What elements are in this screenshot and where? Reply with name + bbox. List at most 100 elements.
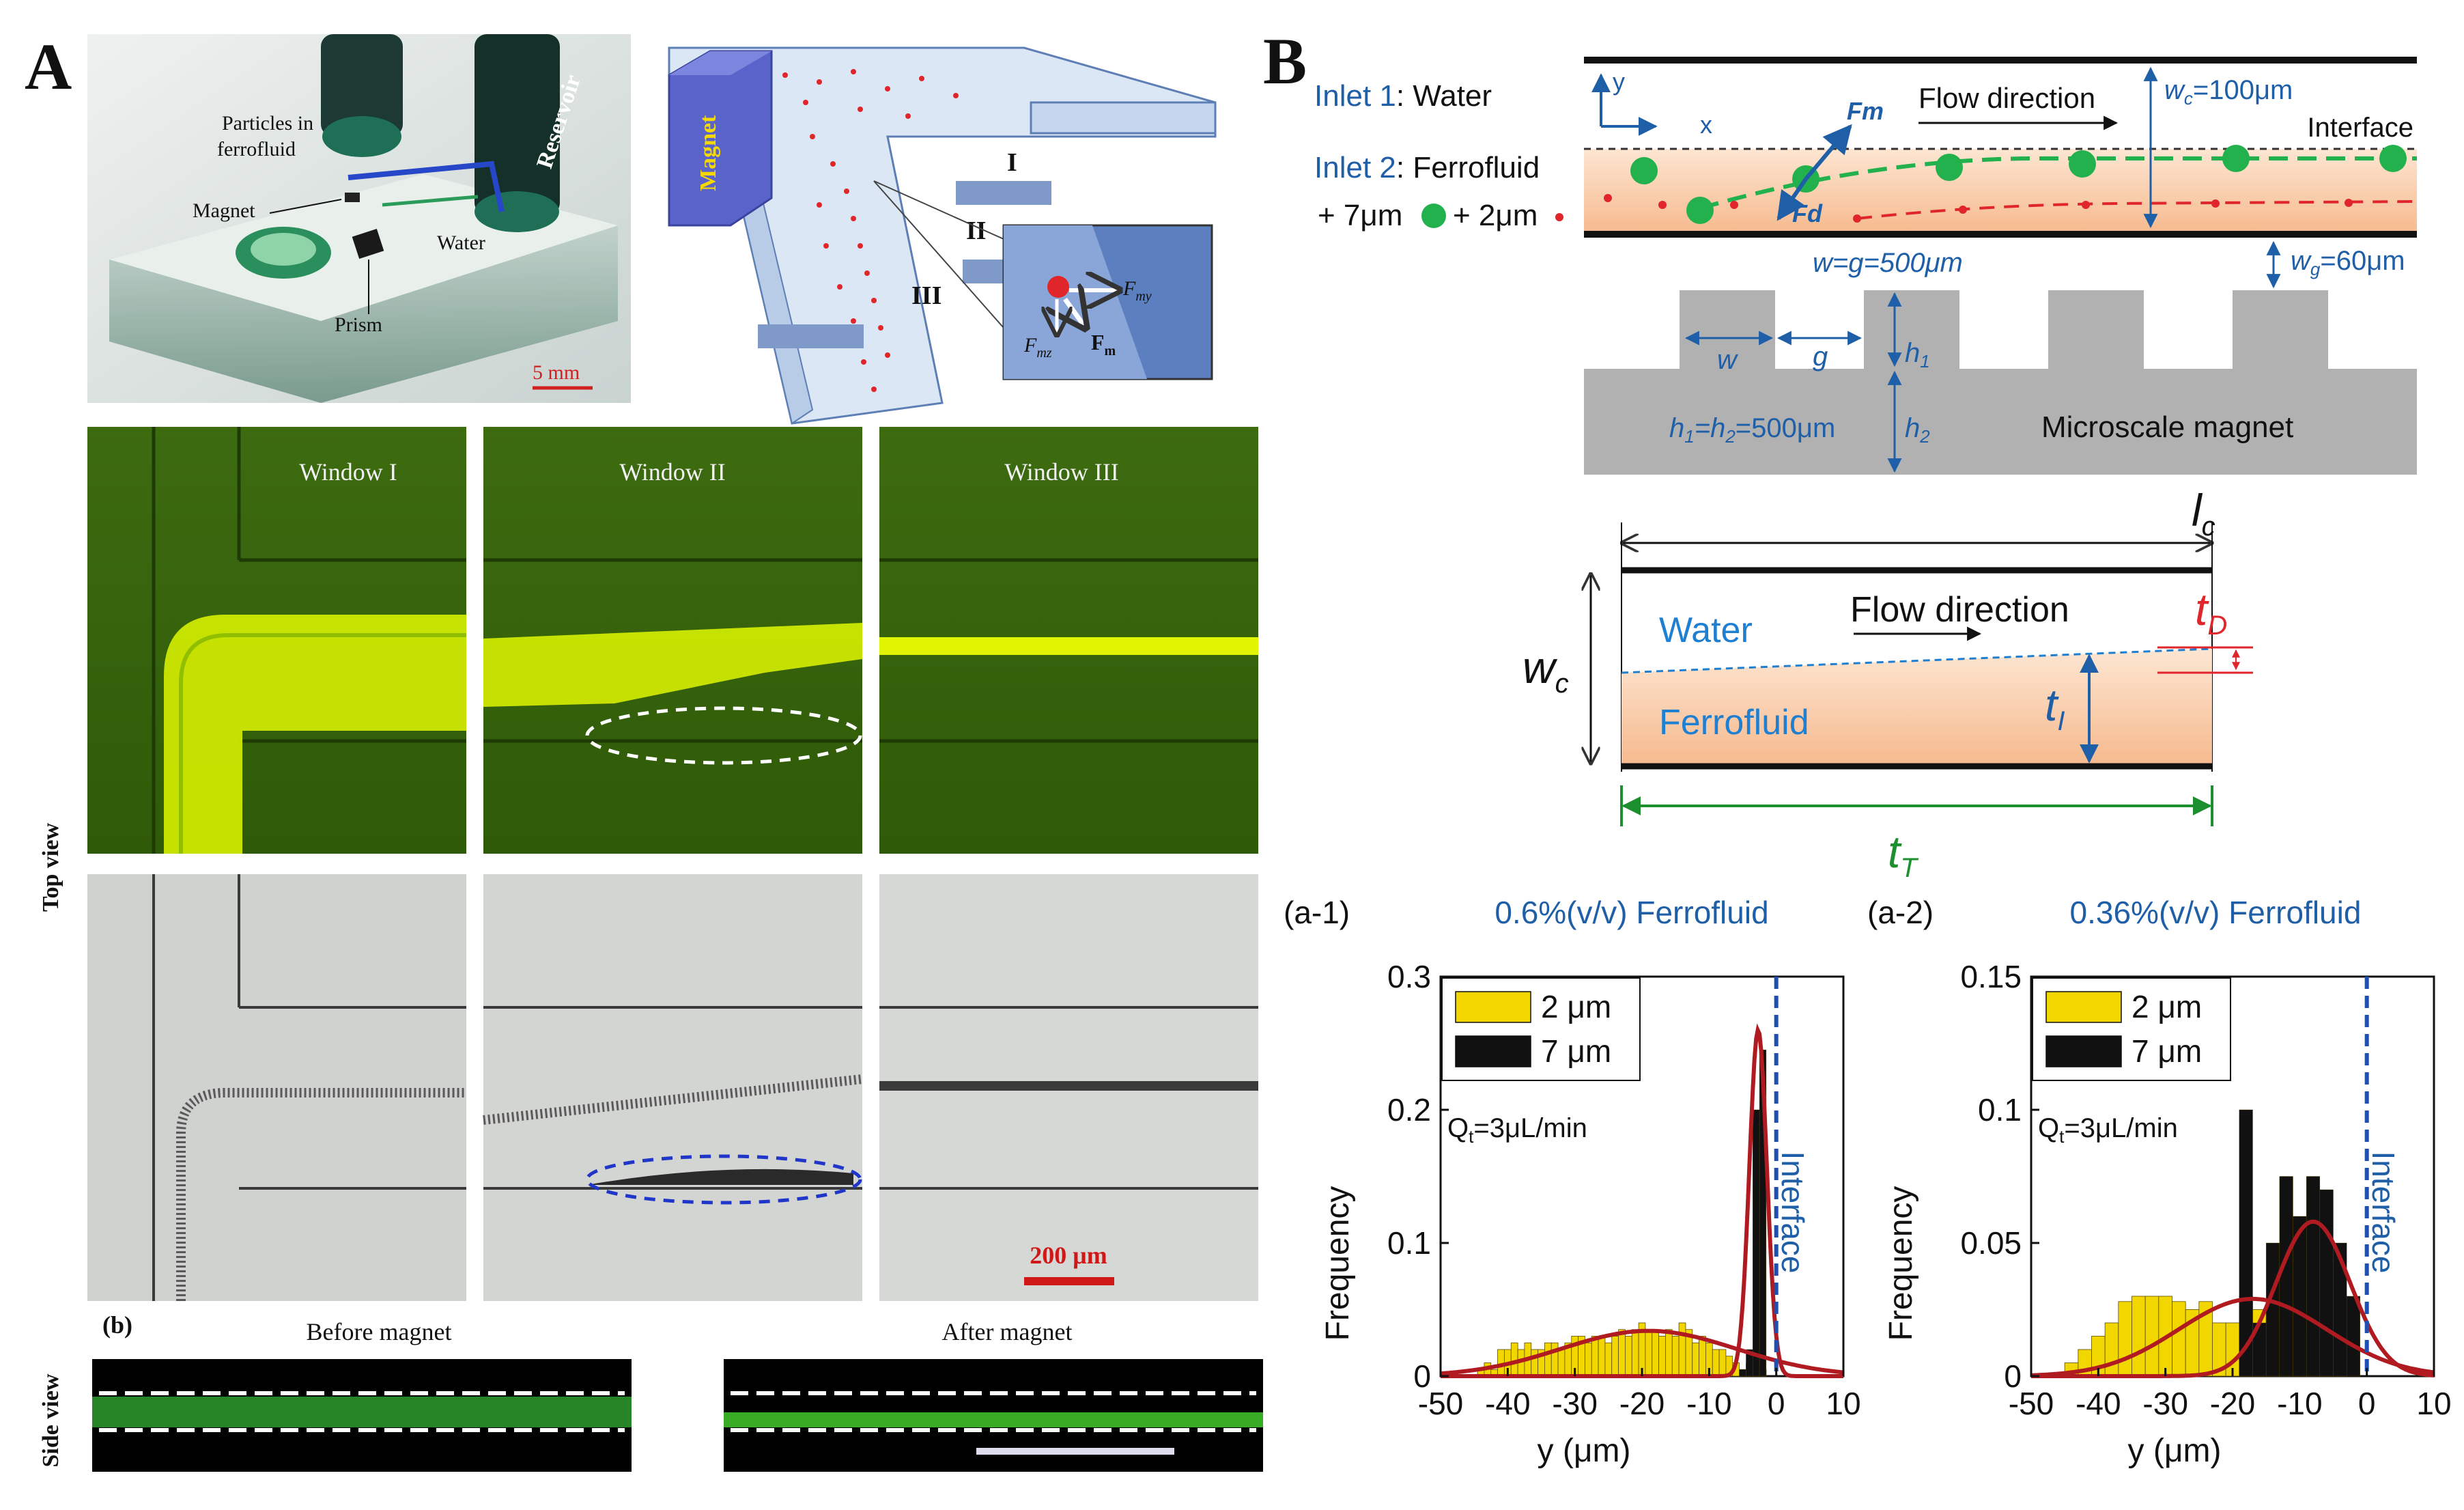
panel-a-label: A — [25, 30, 72, 103]
large-particle-icon — [1421, 204, 1446, 228]
reservoir-tube-icon — [475, 34, 560, 215]
svg-text:Magnet: Magnet — [193, 199, 255, 222]
y-tick-label: 0.05 — [1960, 1225, 2022, 1261]
bar-2um — [2104, 1322, 2119, 1377]
chart-a2-interface-label: Interface — [2366, 1151, 2401, 1274]
x-tick-label: -40 — [1485, 1386, 1530, 1421]
bar-2um — [2144, 1296, 2159, 1377]
bar-2um — [1692, 1342, 1699, 1377]
y-tick-label: 0.1 — [1978, 1092, 2022, 1128]
svg-text:+ 2μm: + 2μm — [1453, 199, 1538, 232]
x-tick-label: -50 — [2009, 1386, 2054, 1421]
x-tick-label: 10 — [1826, 1386, 1860, 1421]
y-tick-label: 0.2 — [1387, 1092, 1431, 1128]
bar-7um — [2346, 1296, 2361, 1377]
legend-swatch — [2045, 991, 2122, 1023]
bar-2um — [1658, 1336, 1666, 1377]
svg-text:Ferrofluid: Ferrofluid — [1659, 703, 1809, 742]
legend-label: 7 μm — [1541, 1033, 1611, 1069]
bar-2um — [1557, 1349, 1566, 1377]
svg-text:Magnet: Magnet — [696, 115, 721, 191]
svg-text:wc: wc — [1523, 642, 1569, 699]
y-tick-label: 0 — [2004, 1358, 2022, 1394]
bar-2um — [1631, 1329, 1639, 1377]
svg-text:Fm: Fm — [1091, 330, 1116, 359]
svg-text:Fd: Fd — [1792, 199, 1823, 227]
y-tick-label: 0 — [1413, 1358, 1431, 1394]
top-view-label: Top view — [38, 823, 63, 912]
svg-text:h1: h1 — [1905, 338, 1930, 372]
svg-text:Side view: Side view — [38, 1373, 63, 1467]
bar-2um — [1718, 1349, 1727, 1377]
svg-text:w: w — [1717, 345, 1739, 375]
svg-text:Before magnet: Before magnet — [307, 1318, 452, 1345]
bar-7um — [2265, 1242, 2280, 1377]
svg-text:Water: Water — [1659, 611, 1753, 650]
panel-b-label: B — [1263, 25, 1307, 98]
svg-text:Window III: Window III — [1004, 458, 1119, 486]
svg-text:y: y — [1613, 68, 1625, 96]
svg-text:(b): (b) — [102, 1311, 132, 1339]
svg-text:Flow direction: Flow direction — [1850, 590, 2069, 630]
svg-text:Microscale magnet: Microscale magnet — [2041, 410, 2293, 444]
bar-2um — [1665, 1329, 1673, 1377]
bar-2um — [1678, 1322, 1686, 1377]
svg-text:wg=60μm: wg=60μm — [2291, 246, 2405, 279]
chart-a1-ylabel: Frequency — [1320, 1186, 1356, 1341]
bar-2um — [1618, 1329, 1626, 1377]
svg-text:h2: h2 — [1905, 413, 1930, 447]
channel-force-schematic: y x Inlet 1: Water Inlet 2: Ferrofluid +… — [1314, 57, 2418, 475]
x-tick-label: -30 — [1552, 1386, 1597, 1421]
bar-2um — [1712, 1349, 1720, 1377]
channel-schematic: Magnet I II III Fmy Fmz Fm — [668, 46, 1217, 425]
svg-text:Interface: Interface — [2307, 113, 2413, 143]
chart-a2-ylabel: Frequency — [1883, 1186, 1919, 1341]
legend-label: 7 μm — [2132, 1033, 2202, 1069]
x-tick-label: -50 — [1418, 1386, 1463, 1421]
bar-2um — [1531, 1349, 1538, 1377]
histogram-chart-a1: (a-1) 0.6%(v/v) Ferrofluid y (μm) Freque… — [1284, 895, 1861, 1469]
svg-text:Fmz: Fmz — [1023, 334, 1052, 361]
svg-text:Prism: Prism — [335, 313, 382, 336]
chart-a1-interface-label: Interface — [1775, 1151, 1811, 1274]
bar-2um — [1611, 1336, 1619, 1377]
svg-text:Inlet 1: Water: Inlet 1: Water — [1314, 79, 1492, 113]
svg-text:I: I — [1007, 148, 1017, 177]
tube-left-icon — [321, 34, 403, 137]
fit-curve-2um — [2031, 1296, 2435, 1378]
bar-2um — [1699, 1336, 1706, 1377]
x-tick-label: -10 — [1686, 1386, 1731, 1421]
chart-a1-panel: (a-1) — [1284, 895, 1350, 930]
svg-text:x: x — [1700, 111, 1712, 139]
small-particle-icon — [1555, 213, 1563, 221]
x-tick-label: 10 — [2416, 1386, 2451, 1421]
svg-text:Inlet 2: Ferrofluid: Inlet 2: Ferrofluid — [1314, 151, 1540, 184]
legend-swatch — [2045, 1035, 2122, 1067]
svg-text:Fm: Fm — [1847, 97, 1884, 125]
y-tick-label: 0.3 — [1387, 959, 1431, 994]
microscale-magnet-shape — [1584, 290, 2417, 475]
y-tick-label: 0.1 — [1387, 1225, 1431, 1261]
x-tick-label: -20 — [2210, 1386, 2255, 1421]
svg-text:Fmy: Fmy — [1122, 277, 1152, 304]
legend-label: 2 μm — [2132, 989, 2202, 1024]
svg-text:+ 7μm: + 7μm — [1318, 199, 1402, 232]
particle-dots — [782, 69, 959, 392]
bar-2um — [1598, 1336, 1606, 1377]
bar-2um — [2172, 1301, 2186, 1377]
svg-text:Window I: Window I — [299, 458, 397, 486]
svg-text:h1=h2=500μm: h1=h2=500μm — [1669, 413, 1835, 447]
svg-text:tI: tI — [2045, 680, 2065, 736]
svg-text:Flow direction: Flow direction — [1918, 82, 2095, 114]
svg-text:II: II — [966, 216, 987, 245]
svg-text:tT: tT — [1888, 826, 1918, 883]
histogram-chart-a2: (a-2) 0.36%(v/v) Ferrofluid y (μm) Frequ… — [1867, 895, 2452, 1469]
bar-7um — [1753, 1109, 1760, 1377]
bar-2um — [1585, 1342, 1592, 1377]
bar-2um — [2118, 1301, 2132, 1377]
svg-text:g: g — [1813, 341, 1828, 372]
device-photo: Particles in ferrofluid Magnet Water Res… — [87, 34, 631, 403]
svg-text:5 mm: 5 mm — [533, 361, 580, 384]
bar-2um — [1652, 1329, 1659, 1377]
svg-text:w=g=500μm: w=g=500μm — [1813, 248, 1963, 278]
